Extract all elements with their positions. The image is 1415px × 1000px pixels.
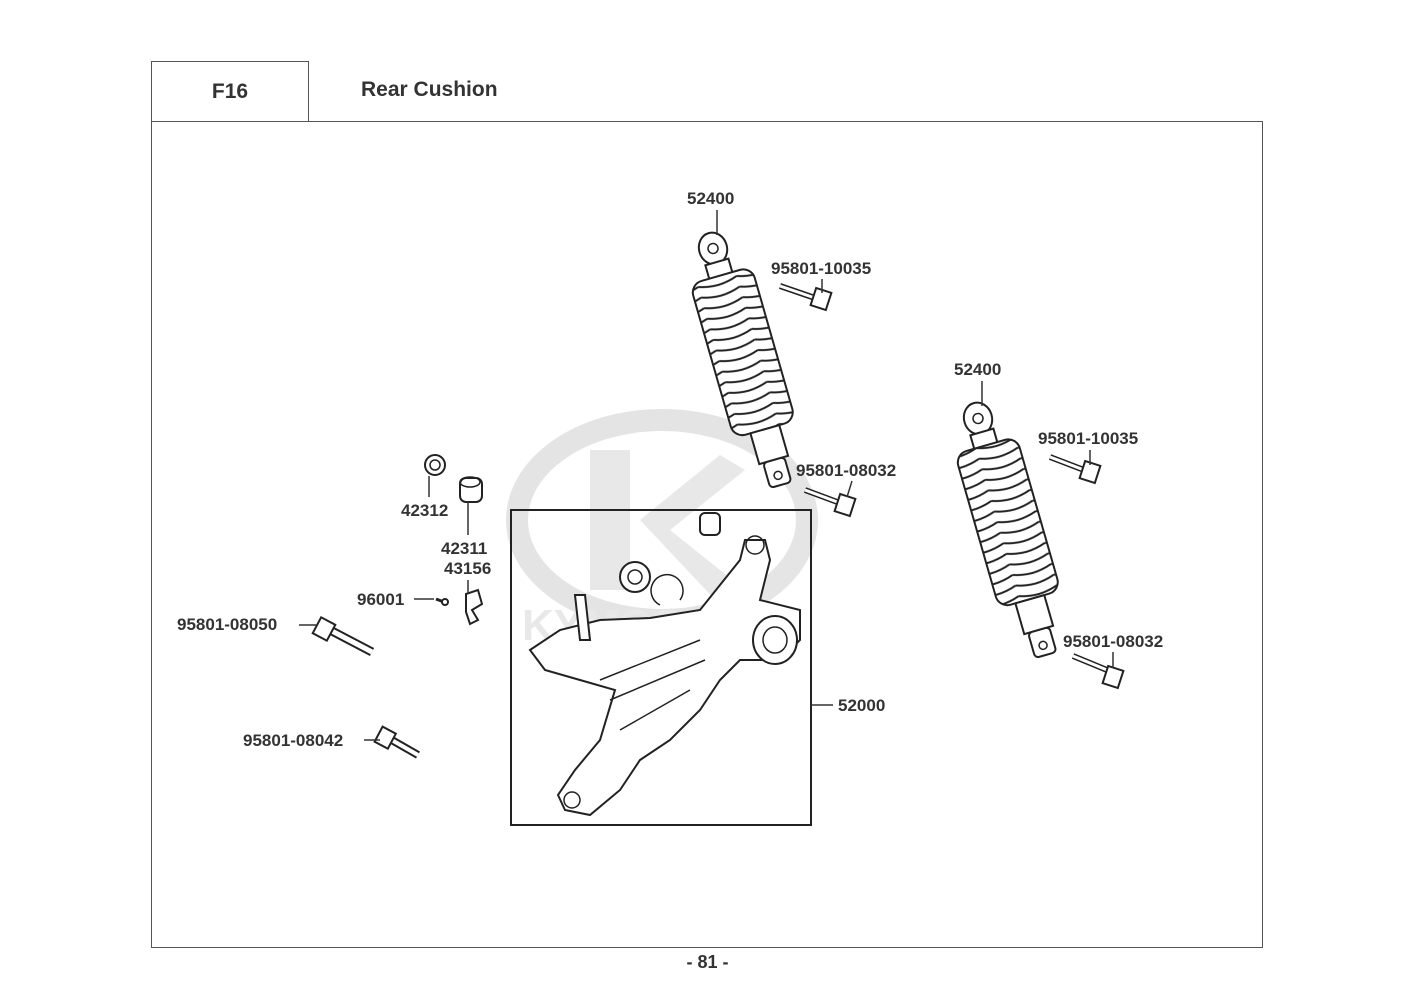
part-label-95801-10035-right: 95801-10035 <box>1038 429 1138 448</box>
short-bolt-icon <box>373 725 420 759</box>
assembly-box <box>510 509 812 826</box>
bolt-icon <box>1071 653 1125 690</box>
leader-lines <box>299 210 1114 741</box>
part-label-52400-left: 52400 <box>687 189 734 208</box>
bushing-icon <box>424 454 446 476</box>
bushing-icon <box>459 476 483 503</box>
part-label-42311: 42311 <box>441 539 487 558</box>
diagram-frame <box>151 121 1263 948</box>
part-label-95801-08042: 95801-08042 <box>243 731 343 750</box>
part-label-95801-08032-left: 95801-08032 <box>796 461 896 480</box>
part-label-52000: 52000 <box>838 696 885 715</box>
part-label-95801-08050: 95801-08050 <box>177 615 277 634</box>
part-label-52400-right: 52400 <box>954 360 1001 379</box>
clamp-icon <box>465 588 484 626</box>
page-number: - 81 - <box>686 952 729 972</box>
right-shock-absorber <box>956 401 1059 659</box>
bolt-icon <box>803 487 857 518</box>
bolt-icon <box>779 283 833 312</box>
bolt-icon <box>1048 454 1102 485</box>
swing-arm-icon <box>528 512 801 817</box>
part-label-96001: 96001 <box>357 590 404 609</box>
part-label-43156: 43156 <box>444 559 491 578</box>
long-bolt-icon <box>311 615 375 656</box>
section-code: F16 <box>151 61 309 121</box>
part-label-95801-10035-left: 95801-10035 <box>771 259 871 278</box>
part-label-95801-08032-right: 95801-08032 <box>1063 632 1163 651</box>
left-shock-absorber <box>691 231 794 489</box>
part-label-42312: 42312 <box>401 501 448 520</box>
section-title: Rear Cushion <box>361 78 498 101</box>
screw-icon <box>435 597 449 606</box>
